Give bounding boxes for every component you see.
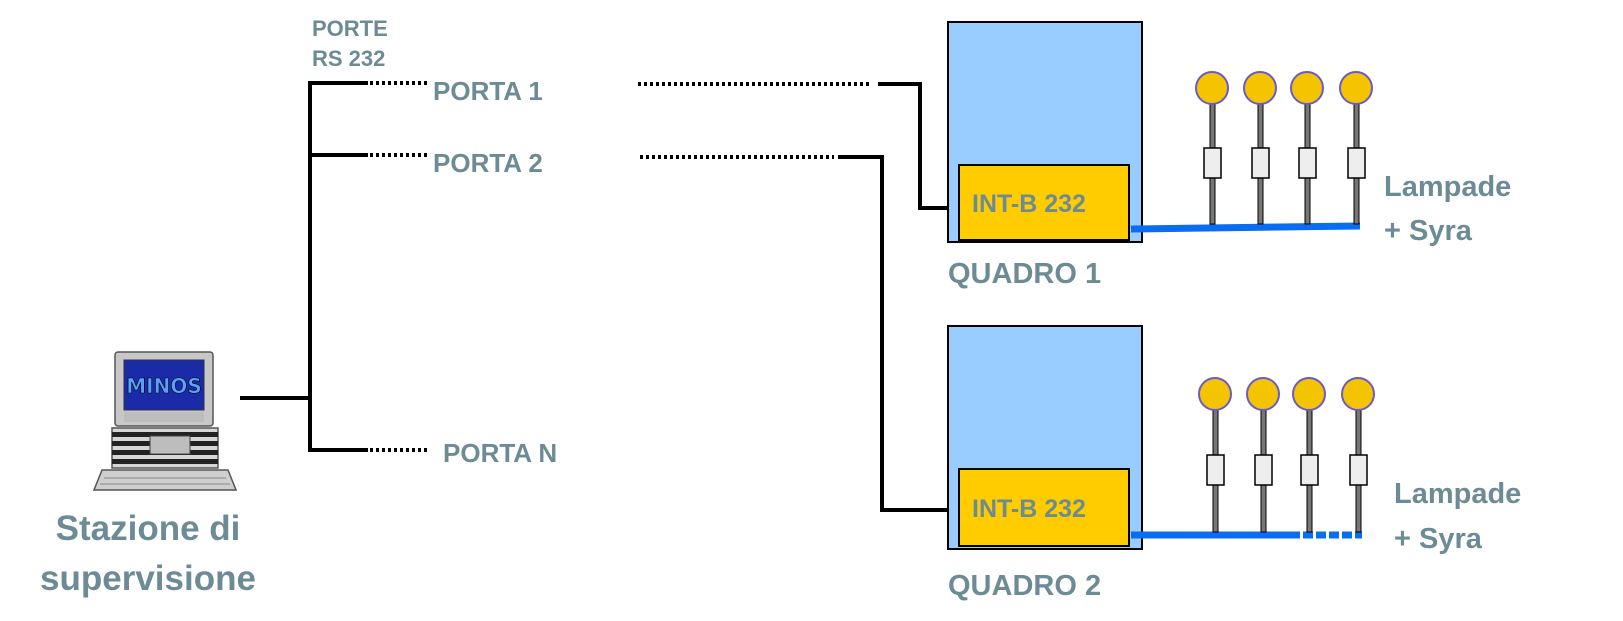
panel-title: QUADRO 1 <box>948 258 1101 290</box>
syra-module <box>1349 454 1368 486</box>
monitor-screen <box>123 359 205 411</box>
lamp-post <box>1290 71 1324 225</box>
lamp-group-2 <box>1198 377 1375 533</box>
port-label-n: PORTA N <box>443 438 557 468</box>
lamp-post <box>1198 377 1232 533</box>
lamps-label-line2: + Syra <box>1384 215 1473 247</box>
interface-label: INT-B 232 <box>972 495 1086 523</box>
link-to-quadro2 <box>838 155 960 512</box>
syra-module <box>1298 147 1317 179</box>
screen-logo: MINOS <box>126 374 202 398</box>
panel-quadro-2: INT-B 232 QUADRO 2 <box>947 325 1362 602</box>
syra-module <box>1203 147 1222 179</box>
lamp-icon <box>1195 71 1229 105</box>
cpu-stripe <box>112 432 218 437</box>
serial-tree <box>240 81 368 452</box>
lamp-bus-line <box>1130 222 1361 233</box>
panel-quadro-1: INT-B 232 QUADRO 1 <box>947 21 1361 290</box>
lamps-label-line1: Lampade <box>1384 171 1511 203</box>
station-label-line2: supervisione <box>40 559 256 598</box>
lamp-icon <box>1246 377 1280 411</box>
port-label-2: PORTA 2 <box>433 148 543 178</box>
lamp-icon <box>1243 71 1277 105</box>
interface-module <box>958 468 1130 547</box>
lamp-icon <box>1290 71 1324 105</box>
ports-title-line1: PORTE <box>312 16 388 41</box>
panel-title: QUADRO 2 <box>948 570 1101 602</box>
lamp-icon <box>1198 377 1232 411</box>
syra-module <box>1206 454 1225 486</box>
lamps-label-line1: Lampade <box>1394 478 1521 510</box>
link-to-quadro1 <box>878 82 960 210</box>
syra-module <box>1251 147 1270 179</box>
syra-module <box>1300 454 1319 486</box>
syra-module <box>1347 147 1366 179</box>
computer-icon: MINOS <box>92 351 238 491</box>
lamp-post <box>1243 71 1277 225</box>
lamp-group-1 <box>1195 71 1373 225</box>
syra-module <box>1254 454 1273 486</box>
lamp-post <box>1339 71 1373 225</box>
port-dotted-lines <box>370 81 872 452</box>
drive-bay <box>149 435 191 455</box>
lamp-icon <box>1339 71 1373 105</box>
lamp-icon <box>1292 377 1326 411</box>
station-label-line1: Stazione di <box>56 509 241 548</box>
lamp-post <box>1195 71 1229 225</box>
lamp-post <box>1246 377 1280 533</box>
lamp-icon <box>1341 377 1375 411</box>
monitor-chin <box>124 412 204 422</box>
ports-title-line2: RS 232 <box>312 46 385 71</box>
lamps-label-line2: + Syra <box>1394 523 1483 555</box>
interface-module <box>958 164 1130 241</box>
cpu-stripe <box>112 459 218 464</box>
panel-links <box>838 82 960 512</box>
lamp-post <box>1292 377 1326 533</box>
lamp-post <box>1341 377 1375 533</box>
interface-label: INT-B 232 <box>972 190 1086 218</box>
keyboard <box>92 469 238 491</box>
port-label-1: PORTA 1 <box>433 76 543 106</box>
